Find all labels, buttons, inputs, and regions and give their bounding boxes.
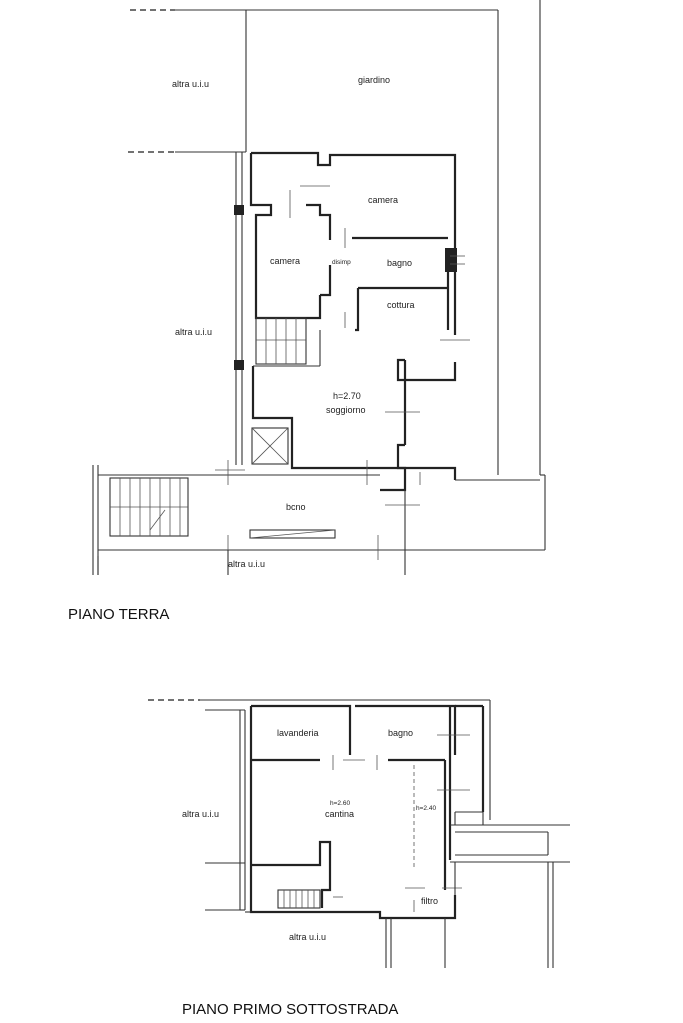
label-soggiorno: soggiorno [326, 405, 366, 415]
label-altra-bottom: altra u.i.u [228, 559, 265, 569]
basement-plan [148, 699, 570, 968]
label-camera-1: camera [368, 195, 398, 205]
label-altra-mid: altra u.i.u [175, 327, 212, 337]
label-height-right: h=2.40 [416, 805, 436, 812]
label-cantina: cantina [325, 809, 354, 819]
label-filtro: filtro [421, 896, 438, 906]
label-altra-top: altra u.i.u [172, 79, 209, 89]
label-bcno: bcno [286, 502, 306, 512]
label-bagno-basement: bagno [388, 728, 413, 738]
title-piano-terra: PIANO TERRA [68, 606, 169, 623]
label-height-cantina: h=2.60 [330, 800, 350, 807]
label-altra-bottom-basement: altra u.i.u [289, 932, 326, 942]
label-lavanderia: lavanderia [277, 728, 319, 738]
label-camera-2: camera [270, 256, 300, 266]
title-piano-primo-sottostrada: PIANO PRIMO SOTTOSTRADA [182, 1001, 398, 1018]
label-cottura: cottura [387, 300, 415, 310]
label-height-ground: h=2.70 [333, 391, 361, 401]
label-disimp: disimp [332, 259, 351, 266]
label-giardino: giardino [358, 75, 390, 85]
ground-floor-plan [92, 0, 546, 575]
label-bagno: bagno [387, 258, 412, 268]
label-altra-left-basement: altra u.i.u [182, 809, 219, 819]
